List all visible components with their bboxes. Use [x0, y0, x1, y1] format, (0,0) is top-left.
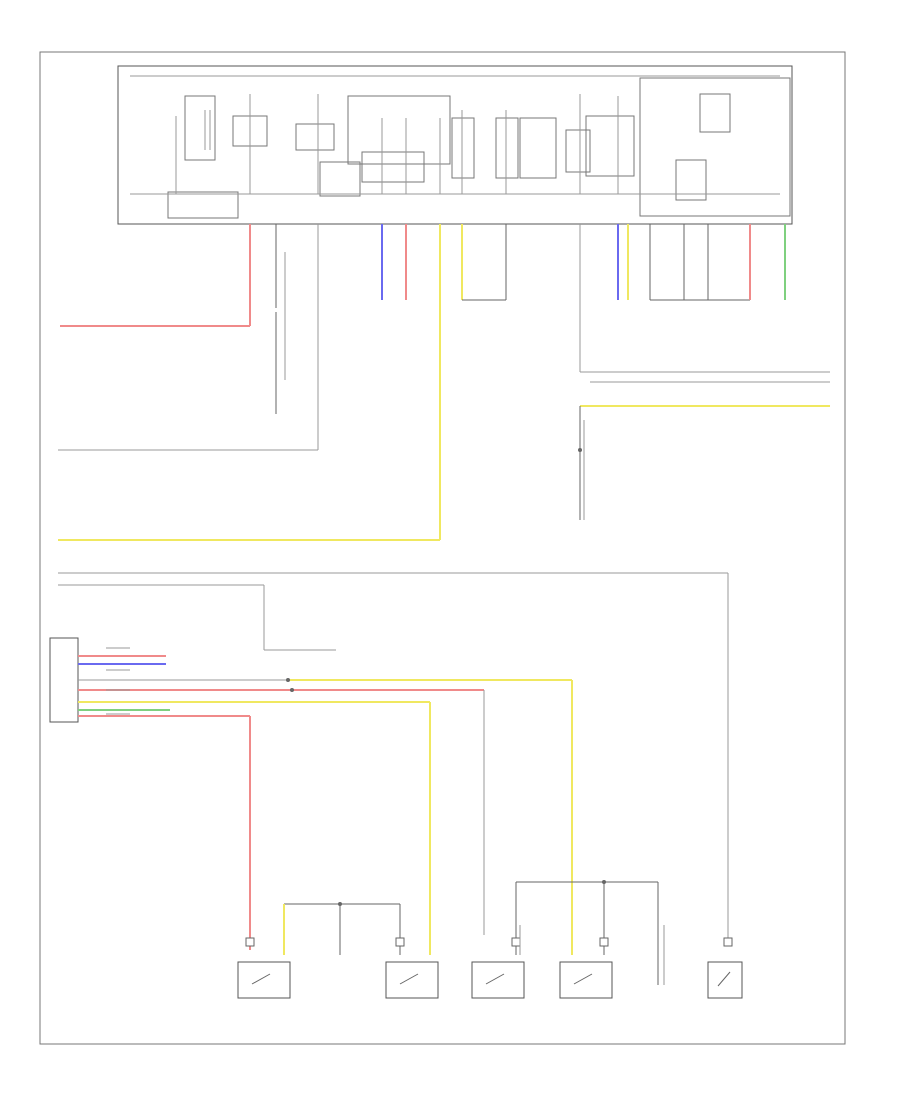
switch-contact-5	[717, 971, 731, 987]
switch-box-3	[471, 961, 525, 999]
connector-marker-4	[599, 937, 609, 947]
module-component-lower	[675, 159, 707, 201]
internal-block-8	[519, 117, 557, 179]
connector-marker-5	[723, 937, 733, 947]
connector-marker-1	[245, 937, 255, 947]
switch-contact-3	[485, 973, 505, 985]
internal-block-6	[451, 117, 475, 179]
right-module-box	[639, 77, 791, 217]
internal-block-12	[319, 161, 361, 197]
internal-block-7	[495, 117, 519, 179]
junction-dot-2	[286, 678, 290, 682]
switch-box-4	[559, 961, 613, 999]
internal-block-3	[295, 123, 335, 151]
connector-marker-2	[395, 937, 405, 947]
junction-dot-1	[578, 448, 582, 452]
page-frame	[39, 51, 846, 1045]
switch-box-1	[237, 961, 291, 999]
internal-block-10	[585, 115, 635, 177]
module-component-upper	[699, 93, 731, 133]
internal-block-9	[565, 129, 591, 173]
junction-dot-3	[290, 688, 294, 692]
control-unit-box	[117, 65, 793, 225]
internal-block-1	[184, 95, 216, 161]
control-unit-label-cluster	[106, 110, 665, 985]
internal-block-4	[347, 95, 451, 165]
switch-box-2	[385, 961, 439, 999]
switch-contact-4	[573, 973, 593, 985]
internal-block-11	[167, 191, 239, 219]
connector-marker-3	[511, 937, 521, 947]
lower-left-connector	[49, 637, 79, 723]
switch-box-5	[707, 961, 743, 999]
internal-block-5	[361, 151, 425, 183]
switch-contact-2	[399, 973, 419, 985]
junction-dot-4	[338, 902, 342, 906]
junction-dot-5	[602, 880, 606, 884]
switch-contact-1	[251, 973, 271, 985]
